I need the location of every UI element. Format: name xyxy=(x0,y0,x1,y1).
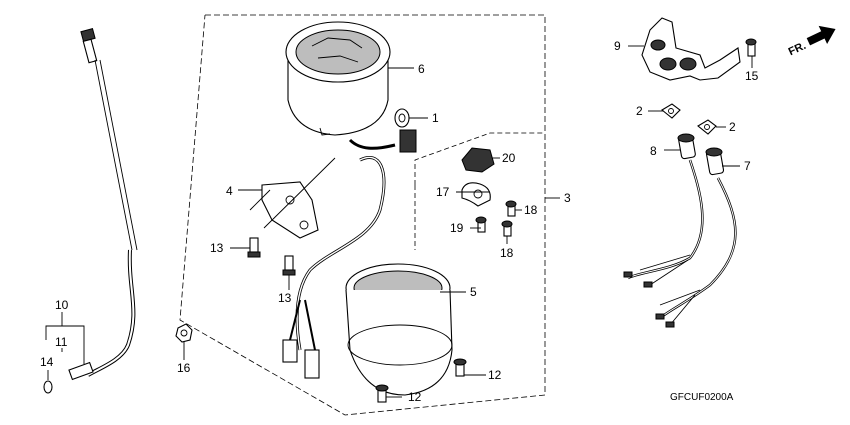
socket-7 xyxy=(655,147,737,328)
speedometer-cable xyxy=(43,28,138,394)
bracket-4 xyxy=(249,181,319,239)
meter-harness xyxy=(282,129,417,379)
part-number-10: 10 xyxy=(55,298,69,312)
speedometer-meter xyxy=(285,21,391,136)
part-number-13b: 13 xyxy=(278,291,292,305)
part-number-15: 15 xyxy=(745,69,759,83)
grommet-1 xyxy=(394,108,410,128)
front-direction-arrow-icon: FR. xyxy=(787,25,836,58)
clip-20 xyxy=(461,147,495,173)
clamp-17 xyxy=(461,182,491,207)
screw-19 xyxy=(475,216,487,233)
washer-2b xyxy=(697,119,717,135)
washer-2a xyxy=(661,103,681,119)
assembly-boundary xyxy=(179,14,546,416)
part-number-18a: 18 xyxy=(524,203,538,217)
part-number-2b: 2 xyxy=(729,120,736,134)
socket-8 xyxy=(623,133,704,288)
part-number-20: 20 xyxy=(502,151,516,165)
part-number-7: 7 xyxy=(744,159,751,173)
diagram-code: GFCUF0200A xyxy=(670,392,734,403)
part-number-14: 14 xyxy=(40,355,54,369)
washer-14 xyxy=(43,380,53,394)
nut-16 xyxy=(175,323,193,343)
part-number-18b: 18 xyxy=(500,246,514,260)
direction-label: FR. xyxy=(787,40,808,58)
indicator-bracket-9 xyxy=(641,17,741,81)
screw-18a xyxy=(505,200,517,217)
part-number-8: 8 xyxy=(650,144,657,158)
part-number-17: 17 xyxy=(436,185,450,199)
screw-12b xyxy=(375,384,389,403)
screw-18b xyxy=(501,220,513,237)
part-number-3: 3 xyxy=(564,191,571,205)
part-number-19: 19 xyxy=(450,221,464,235)
part-number-labels: 1 6 20 17 19 18 18 3 5 12 12 4 13 13 16 … xyxy=(40,39,759,404)
part-number-2a: 2 xyxy=(636,104,643,118)
leader-lines xyxy=(45,45,753,398)
part-number-9: 9 xyxy=(614,39,621,53)
part-number-12a: 12 xyxy=(488,368,502,382)
part-number-1: 1 xyxy=(432,111,439,125)
meter-case-5 xyxy=(345,263,453,396)
part-number-16: 16 xyxy=(177,361,191,375)
bolt-13a xyxy=(247,237,261,258)
part-number-5: 5 xyxy=(470,285,477,299)
part-number-4: 4 xyxy=(226,184,233,198)
bolt-13b xyxy=(282,255,296,276)
part-number-13a: 13 xyxy=(210,241,224,255)
part-number-11: 11 xyxy=(55,335,68,349)
part-number-12b: 12 xyxy=(408,390,422,404)
bolt-15 xyxy=(745,38,757,57)
screw-12a xyxy=(453,358,467,377)
part-number-6: 6 xyxy=(418,62,425,76)
